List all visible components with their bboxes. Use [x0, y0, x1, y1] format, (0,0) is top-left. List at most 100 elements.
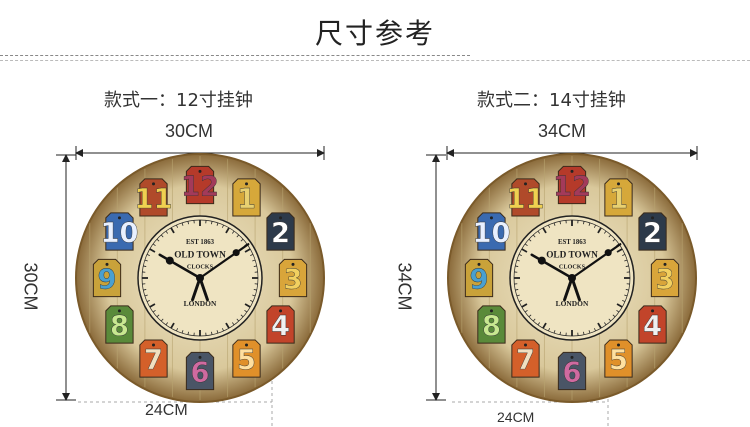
numeral-tag-shape	[266, 212, 295, 251]
tick-mark	[583, 331, 585, 335]
tag-hole	[198, 169, 202, 173]
numeral-text: 4	[643, 311, 662, 342]
minute-hand-spade	[232, 249, 240, 257]
tick-mark	[252, 294, 256, 297]
page-title: 尺寸参考	[314, 17, 435, 50]
numeral-tag-shape	[511, 178, 540, 217]
tick-mark	[165, 322, 168, 326]
tick-mark	[252, 259, 256, 262]
numeral-tag-shape	[557, 165, 587, 205]
tick-mark	[211, 331, 213, 335]
tick-mark	[222, 224, 224, 228]
tick-mark	[583, 221, 585, 225]
tag-hole	[477, 262, 481, 266]
tick-mark	[146, 300, 150, 302]
tick-mark	[559, 221, 561, 225]
hour-hand-spade	[165, 256, 174, 265]
tick-mark	[515, 289, 519, 291]
tick-mark	[553, 330, 556, 334]
numeral-tag: 8	[105, 305, 134, 344]
tick-mark	[542, 322, 547, 329]
numeral-tag-shape	[477, 212, 506, 251]
tick-mark	[518, 254, 522, 256]
center-pin	[196, 274, 204, 282]
numeral-text: 3	[656, 264, 675, 295]
tick-mark	[170, 322, 175, 329]
numeral-text: 6	[563, 357, 582, 388]
tick-mark	[181, 330, 184, 334]
tick-mark	[149, 248, 156, 253]
numeral-tag-shape	[139, 339, 168, 378]
numeral-text: 6	[191, 357, 210, 388]
numeral-tag-shape	[92, 258, 122, 298]
tag-hole	[105, 262, 109, 266]
numeral-text: 11	[507, 184, 545, 215]
tick-mark	[253, 289, 257, 291]
numeral-text: 4	[271, 311, 290, 342]
tag-hole	[651, 216, 655, 220]
tick-mark	[597, 227, 602, 234]
tick-mark	[588, 330, 591, 334]
city-label: LONDON	[184, 299, 217, 308]
tick-mark	[588, 222, 591, 226]
numeral-tag-shape	[638, 305, 667, 344]
tag-hole	[570, 355, 574, 359]
tick-mark	[542, 227, 547, 234]
brand-name: OLD TOWN	[174, 251, 226, 261]
tick-mark	[165, 230, 168, 234]
numeral-tag-shape	[232, 339, 261, 378]
numeral-text: 5	[237, 345, 256, 376]
tick-mark	[622, 300, 626, 302]
brand-est: EST 1863	[186, 239, 215, 246]
numeral-tag: 11	[134, 178, 173, 217]
tag-hole	[152, 182, 155, 186]
tick-mark	[225, 227, 230, 234]
tick-mark	[146, 254, 150, 256]
tick-mark	[240, 314, 244, 318]
tick-mark	[160, 318, 164, 322]
tick-mark	[616, 303, 623, 308]
numeral-text: 7	[516, 345, 535, 376]
style-one-inner-label: 24CM	[145, 402, 188, 419]
tag-hole	[245, 343, 248, 347]
tick-mark	[156, 314, 160, 318]
tick-mark	[624, 259, 628, 262]
tick-mark	[521, 303, 528, 308]
tick-mark	[236, 234, 240, 238]
tick-mark	[616, 248, 623, 253]
tag-hole	[117, 309, 121, 313]
numeral-text: 7	[144, 345, 163, 376]
tick-mark	[622, 254, 626, 256]
tick-mark	[548, 224, 550, 228]
numeral-tag: 4	[266, 305, 295, 344]
numeral-text: 8	[110, 311, 129, 342]
numeral-tag: 2	[638, 212, 667, 251]
numeral-tag: 4	[638, 305, 667, 344]
numeral-tag: 1	[232, 178, 261, 217]
tag-hole	[489, 309, 493, 313]
tick-mark	[594, 328, 596, 332]
minute-hand	[198, 243, 250, 280]
tag-hole	[245, 182, 248, 186]
numeral-tag: 2	[266, 212, 295, 251]
tick-mark	[176, 224, 178, 228]
tag-hole	[152, 343, 155, 347]
numeral-text: 10	[472, 218, 510, 249]
title-divider-long	[0, 60, 750, 61]
tag-hole	[291, 262, 295, 266]
numeral-tag: 6	[185, 351, 215, 391]
numeral-tag: 5	[232, 339, 261, 378]
tick-mark	[244, 310, 248, 313]
numeral-tag-shape	[105, 305, 134, 344]
tick-mark	[612, 314, 616, 318]
numeral-tag-shape	[557, 351, 587, 391]
numeral-tag-shape	[139, 178, 168, 217]
tick-mark	[149, 303, 156, 308]
tick-mark	[532, 234, 536, 238]
style-one-label: 款式一：12寸挂钟	[104, 90, 253, 111]
tick-mark	[240, 238, 244, 242]
numeral-text: 12	[553, 171, 591, 202]
tick-mark	[181, 222, 184, 226]
brand-clocks: CLOCKS	[559, 264, 586, 271]
